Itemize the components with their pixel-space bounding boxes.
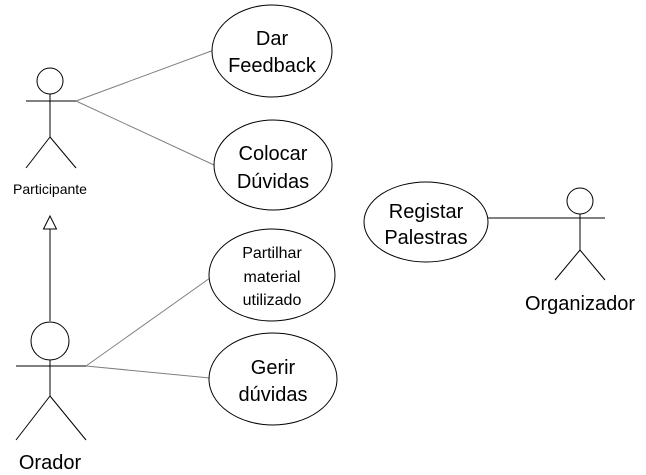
association-orador-partilhar-material: [85, 277, 211, 367]
actor-left-leg: [554, 249, 581, 281]
use-case-ellipse: [211, 4, 333, 98]
use-case-label-line: Registar: [389, 201, 464, 223]
actor-label-participante: Participante: [13, 181, 87, 197]
use-case-dar-feedback: Dar Feedback: [211, 4, 333, 98]
use-case-ellipse: [363, 181, 489, 263]
actor-left-leg: [25, 136, 51, 169]
use-case-label-line: utilizado: [243, 292, 302, 309]
use-case-partilhar-material: Partilhar material utilizado: [208, 228, 336, 322]
generalization-orador-participante: [42, 214, 58, 321]
association-participante-colocar-duvidas: [75, 100, 215, 166]
actor-right-leg: [49, 136, 77, 169]
use-case-ellipse: [208, 332, 338, 426]
use-case-registar-palestras: Registar Palestras: [363, 181, 489, 263]
use-case-label-line: dúvidas: [239, 384, 308, 406]
use-case-gerir-duvidas: Gerir dúvidas: [208, 332, 338, 426]
actor-label-orador: Orador: [19, 452, 82, 474]
actor-head: [30, 321, 70, 361]
use-case-label-line: Palestras: [384, 227, 467, 249]
use-case-label-line: Dúvidas: [237, 171, 309, 193]
use-case-label-line: Feedback: [228, 55, 317, 77]
use-case-label-line: Colocar: [239, 143, 308, 165]
actor-participante: Participante: [13, 67, 87, 197]
generalization-arrowhead: [42, 214, 58, 230]
use-case-colocar-duvidas: Colocar Dúvidas: [213, 119, 333, 211]
use-case-label-line: Gerir: [251, 357, 296, 379]
use-case-label-line: Dar: [256, 28, 289, 50]
actor-label-organizador: Organizador: [525, 293, 635, 315]
actor-orador: Orador: [15, 321, 87, 474]
actor-right-leg: [579, 249, 606, 281]
actor-head: [566, 187, 594, 215]
actor-head: [36, 67, 64, 95]
use-case-label-line: material: [244, 269, 301, 286]
use-case-ellipse: [208, 228, 336, 322]
use-case-ellipse: [213, 119, 333, 211]
actor-right-leg: [49, 395, 87, 441]
use-case-label-line: Partilhar: [242, 245, 302, 262]
association-participante-dar-feedback: [75, 49, 215, 102]
association-orador-gerir-duvidas: [85, 365, 211, 379]
actor-left-leg: [15, 395, 51, 441]
actor-organizador: Organizador: [525, 187, 635, 315]
